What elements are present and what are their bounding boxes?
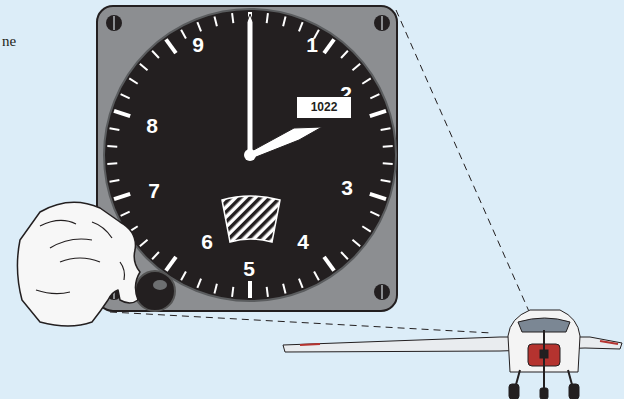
- minor-tick: [181, 272, 186, 281]
- minor-tick: [107, 162, 117, 165]
- minor-tick: [381, 180, 391, 182]
- minor-tick: [383, 162, 393, 165]
- minor-tick: [181, 30, 186, 39]
- minor-tick: [370, 94, 379, 98]
- major-tick: [370, 111, 386, 116]
- knob-highlight: [153, 280, 167, 290]
- gloved-hand: [17, 202, 140, 326]
- major-tick: [166, 257, 176, 271]
- minor-tick: [314, 272, 319, 281]
- dial-numeral: 8: [146, 115, 158, 136]
- minor-tick: [352, 240, 360, 246]
- cut-off-text: ne: [2, 33, 16, 50]
- instrument-bezel: [97, 6, 397, 311]
- minor-tick: [362, 78, 370, 83]
- minor-tick: [383, 145, 393, 148]
- dial-numeral: 9: [192, 34, 204, 55]
- minor-tick: [370, 212, 379, 216]
- minor-tick: [299, 279, 303, 288]
- airplane-front-view: [283, 310, 622, 399]
- major-tick: [166, 39, 176, 53]
- bezel-screws: [106, 15, 390, 300]
- dial-ticks: [107, 12, 392, 298]
- dial-face: [104, 9, 396, 301]
- minor-tick: [214, 16, 216, 26]
- setting-knob: [135, 271, 175, 311]
- major-tick: [248, 281, 252, 298]
- major-tick: [370, 194, 386, 199]
- minor-tick: [140, 64, 148, 70]
- major-tick: [114, 111, 130, 116]
- major-tick: [324, 39, 334, 53]
- minor-tick: [232, 13, 233, 23]
- dial-numeral: 5: [243, 258, 255, 279]
- minor-tick: [232, 287, 233, 297]
- major-tick: [114, 194, 130, 199]
- hand-hub: [244, 149, 256, 161]
- minor-tick: [121, 212, 130, 216]
- dial-numeral: 7: [148, 180, 160, 201]
- pressure-setting: 1022: [311, 101, 338, 113]
- minor-tick: [283, 16, 285, 26]
- minor-tick: [352, 64, 360, 70]
- minor-tick: [107, 145, 117, 148]
- minor-tick: [152, 252, 159, 259]
- dial-numeral: 6: [201, 231, 213, 252]
- minor-tick: [267, 287, 268, 297]
- minor-tick: [362, 226, 370, 231]
- dial-numeral: 3: [341, 177, 353, 198]
- minor-tick: [197, 279, 201, 288]
- thousands-hand: [250, 127, 322, 159]
- minor-tick: [267, 13, 268, 23]
- minor-tick: [152, 51, 159, 58]
- striped-flag: [222, 196, 280, 242]
- major-tick: [324, 257, 334, 271]
- dial-numeral: 1: [306, 34, 318, 55]
- minor-tick: [283, 284, 285, 294]
- minor-tick: [140, 240, 148, 246]
- minor-tick: [341, 252, 348, 259]
- minor-tick: [110, 128, 120, 130]
- minor-tick: [197, 22, 201, 31]
- minor-tick: [214, 284, 216, 294]
- minor-tick: [341, 51, 348, 58]
- glove-creases: [36, 220, 125, 293]
- dial-numeral: 4: [297, 231, 309, 252]
- minor-tick: [299, 22, 303, 31]
- minor-tick: [129, 78, 137, 83]
- minor-tick: [381, 128, 391, 130]
- minor-tick: [121, 94, 130, 98]
- hundreds-hand: [247, 14, 253, 155]
- minor-tick: [110, 180, 120, 182]
- kollsman-window: 1022: [296, 96, 352, 119]
